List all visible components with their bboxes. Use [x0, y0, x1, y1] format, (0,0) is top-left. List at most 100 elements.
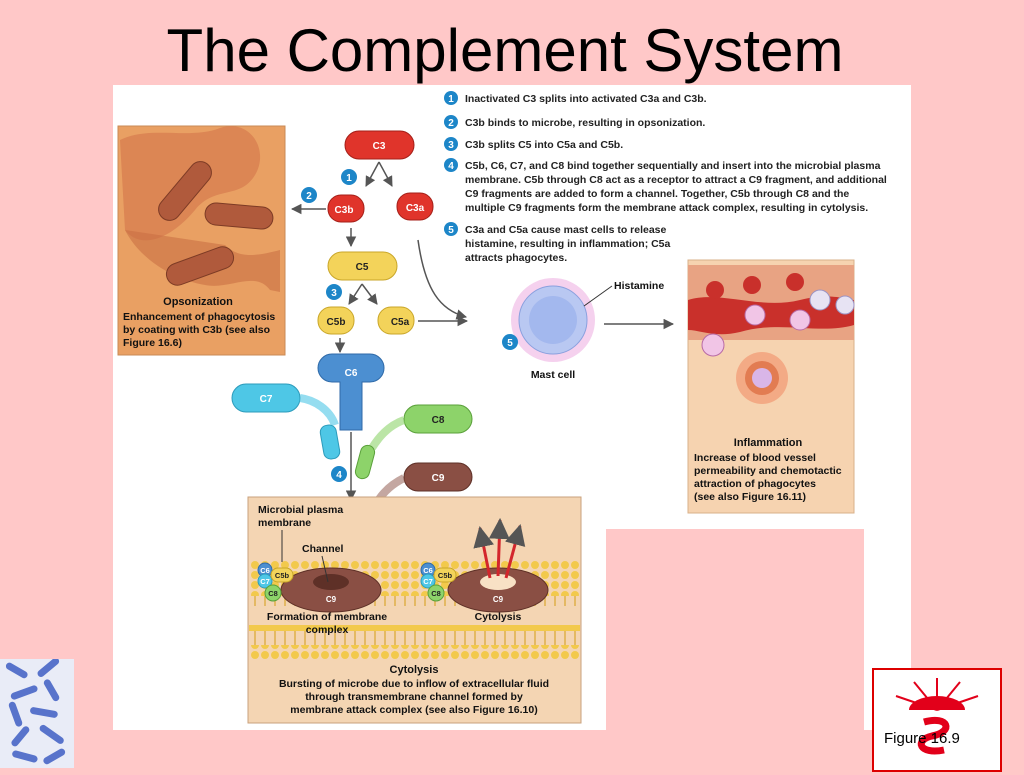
svg-text:4: 4	[336, 470, 342, 481]
step-4-marker	[444, 158, 458, 172]
membrane-attack-complex-right: C6 C7 C5b C8 C9	[420, 517, 549, 613]
svg-text:C7: C7	[423, 577, 433, 586]
inflammation-title: Inflammation	[734, 437, 803, 449]
step-4-line-1: C5b, C6, C7, and C8 bind together sequen…	[465, 160, 881, 172]
histamine-label: Histamine	[614, 280, 664, 292]
slide-title: The Complement System	[166, 17, 844, 84]
cytolysis-line-1: Bursting of microbe due to inflow of ext…	[279, 678, 549, 690]
cytolysis-label: Cytolysis	[475, 611, 522, 623]
membrane-label-line-2: membrane	[258, 517, 311, 529]
c5-molecule: C5	[327, 251, 398, 281]
opsonization-line-1: Enhancement of phagocytosis	[123, 311, 275, 323]
step-2-marker	[444, 115, 458, 129]
c3a-fragment: C3a	[396, 192, 434, 221]
marker-4: 4	[331, 466, 347, 482]
step-4-number: 4	[448, 161, 454, 172]
arrow-c3a-to-mast	[417, 239, 468, 320]
mast-cell	[511, 278, 595, 362]
channel-label: Channel	[302, 543, 344, 555]
svg-text:C5b: C5b	[275, 571, 290, 580]
step-5-marker	[444, 222, 458, 236]
svg-text:C9: C9	[493, 595, 504, 604]
step-5-line-1: C3a and C5a cause mast cells to release	[465, 224, 667, 236]
step-1-marker	[444, 91, 458, 105]
svg-text:C7: C7	[260, 394, 273, 405]
svg-text:C6: C6	[260, 566, 270, 575]
step-1: 1 Inactivated C3 splits into activated C…	[444, 91, 707, 105]
opsonization-title: Opsonization	[163, 296, 233, 308]
step-1-number: 1	[448, 94, 454, 105]
step-4-line-3: C9 fragments are added to form a channel…	[465, 188, 849, 200]
step-5: 5 C3a and C5a cause mast cells to releas…	[444, 222, 671, 264]
histamine-pointer	[583, 285, 613, 307]
step-5-line-3: attracts phagocytes.	[465, 252, 567, 264]
svg-text:C9: C9	[326, 595, 337, 604]
step-5-line-2: histamine, resulting in inflammation; C5…	[465, 238, 671, 250]
marker-2: 2	[301, 187, 317, 203]
svg-text:C5: C5	[356, 262, 369, 273]
mast-cell-label: Mast cell	[531, 369, 575, 381]
formation-label-line-2: complex	[306, 624, 349, 636]
c5b-fragment: C5b	[317, 306, 355, 335]
phagocyte-cell	[736, 352, 788, 404]
marker-5: 5	[502, 334, 518, 350]
svg-text:C8: C8	[432, 415, 445, 426]
step-4: 4 C5b, C6, C7, and C8 bind together sequ…	[444, 158, 887, 214]
step-list: 1 Inactivated C3 splits into activated C…	[444, 91, 887, 264]
svg-text:C5b: C5b	[327, 317, 346, 328]
channel-pointer	[321, 555, 329, 583]
step-1-text: Inactivated C3 splits into activated C3a…	[465, 93, 707, 105]
svg-text:3: 3	[331, 288, 337, 299]
opsonization-panel: Opsonization Enhancement of phagocytosis…	[117, 125, 286, 356]
cytolysis-title: Cytolysis	[390, 664, 439, 676]
c8-molecule: C8	[354, 404, 473, 480]
opsonization-line-3: Figure 16.6)	[123, 337, 182, 349]
inflammation-line-1: Increase of blood vessel	[694, 452, 816, 464]
membrane-panel: C6 C7 C5b C8 C9 C6 C7 C5b C8 C9 Microbia…	[247, 496, 582, 724]
bacteria-image	[0, 659, 74, 768]
marker-1: 1	[341, 169, 357, 185]
step-4-line-4: multiple C9 fragments form the membrane …	[465, 202, 868, 214]
svg-text:C8: C8	[431, 589, 441, 598]
svg-text:C7: C7	[260, 577, 270, 586]
figure-caption: Figure 16.9	[884, 730, 960, 747]
cytolysis-line-2: through transmembrane channel formed by	[305, 691, 523, 703]
c3-molecule: C3	[344, 130, 415, 160]
skyline-logo	[872, 668, 1002, 772]
step-3-marker	[444, 137, 458, 151]
inflammation-line-2: permeability and chemotactic	[694, 465, 842, 477]
svg-text:C3a: C3a	[406, 203, 425, 214]
step-3: 3 C3b splits C5 into C5a and C5b.	[444, 137, 623, 151]
arrow-c5-to-c5a	[361, 283, 378, 305]
c3b-fragment: C3b	[327, 194, 365, 223]
arrow-c5-to-c5b	[348, 283, 363, 305]
opsonization-line-2: by coating with C3b (see also	[123, 324, 270, 336]
svg-text:C3: C3	[373, 141, 386, 152]
svg-text:C5a: C5a	[391, 317, 410, 328]
membrane-background	[247, 496, 582, 724]
formation-label-line-1: Formation of membrane	[267, 611, 387, 623]
svg-text:C8: C8	[268, 589, 278, 598]
bacterium-1	[158, 161, 212, 221]
arrow-c3-to-c3b	[365, 161, 380, 187]
svg-text:C6: C6	[345, 368, 358, 379]
inflammation-line-3: attraction of phagocytes	[694, 478, 816, 490]
svg-text:C6: C6	[423, 566, 433, 575]
svg-text:2: 2	[306, 191, 312, 202]
lipid-bilayer-bottom	[249, 645, 580, 659]
inflammation-panel: Inflammation Increase of blood vessel pe…	[687, 259, 855, 514]
bacterium-3	[165, 246, 235, 286]
arrow-c3-to-c3a	[378, 161, 393, 187]
svg-text:C9: C9	[432, 473, 445, 484]
step-5-number: 5	[448, 225, 454, 236]
c5a-fragment: C5a	[377, 306, 415, 335]
c7-molecule: C7	[231, 383, 341, 460]
bacterium-2	[204, 202, 274, 230]
inflammation-line-4: (see also Figure 16.11)	[694, 491, 806, 503]
lipid-bilayer-middle	[249, 625, 580, 631]
svg-text:C3b: C3b	[335, 205, 354, 216]
step-2-text: C3b binds to microbe, resulting in opson…	[465, 117, 705, 129]
c6-molecule: C6	[317, 353, 385, 431]
background-patch	[606, 529, 864, 730]
